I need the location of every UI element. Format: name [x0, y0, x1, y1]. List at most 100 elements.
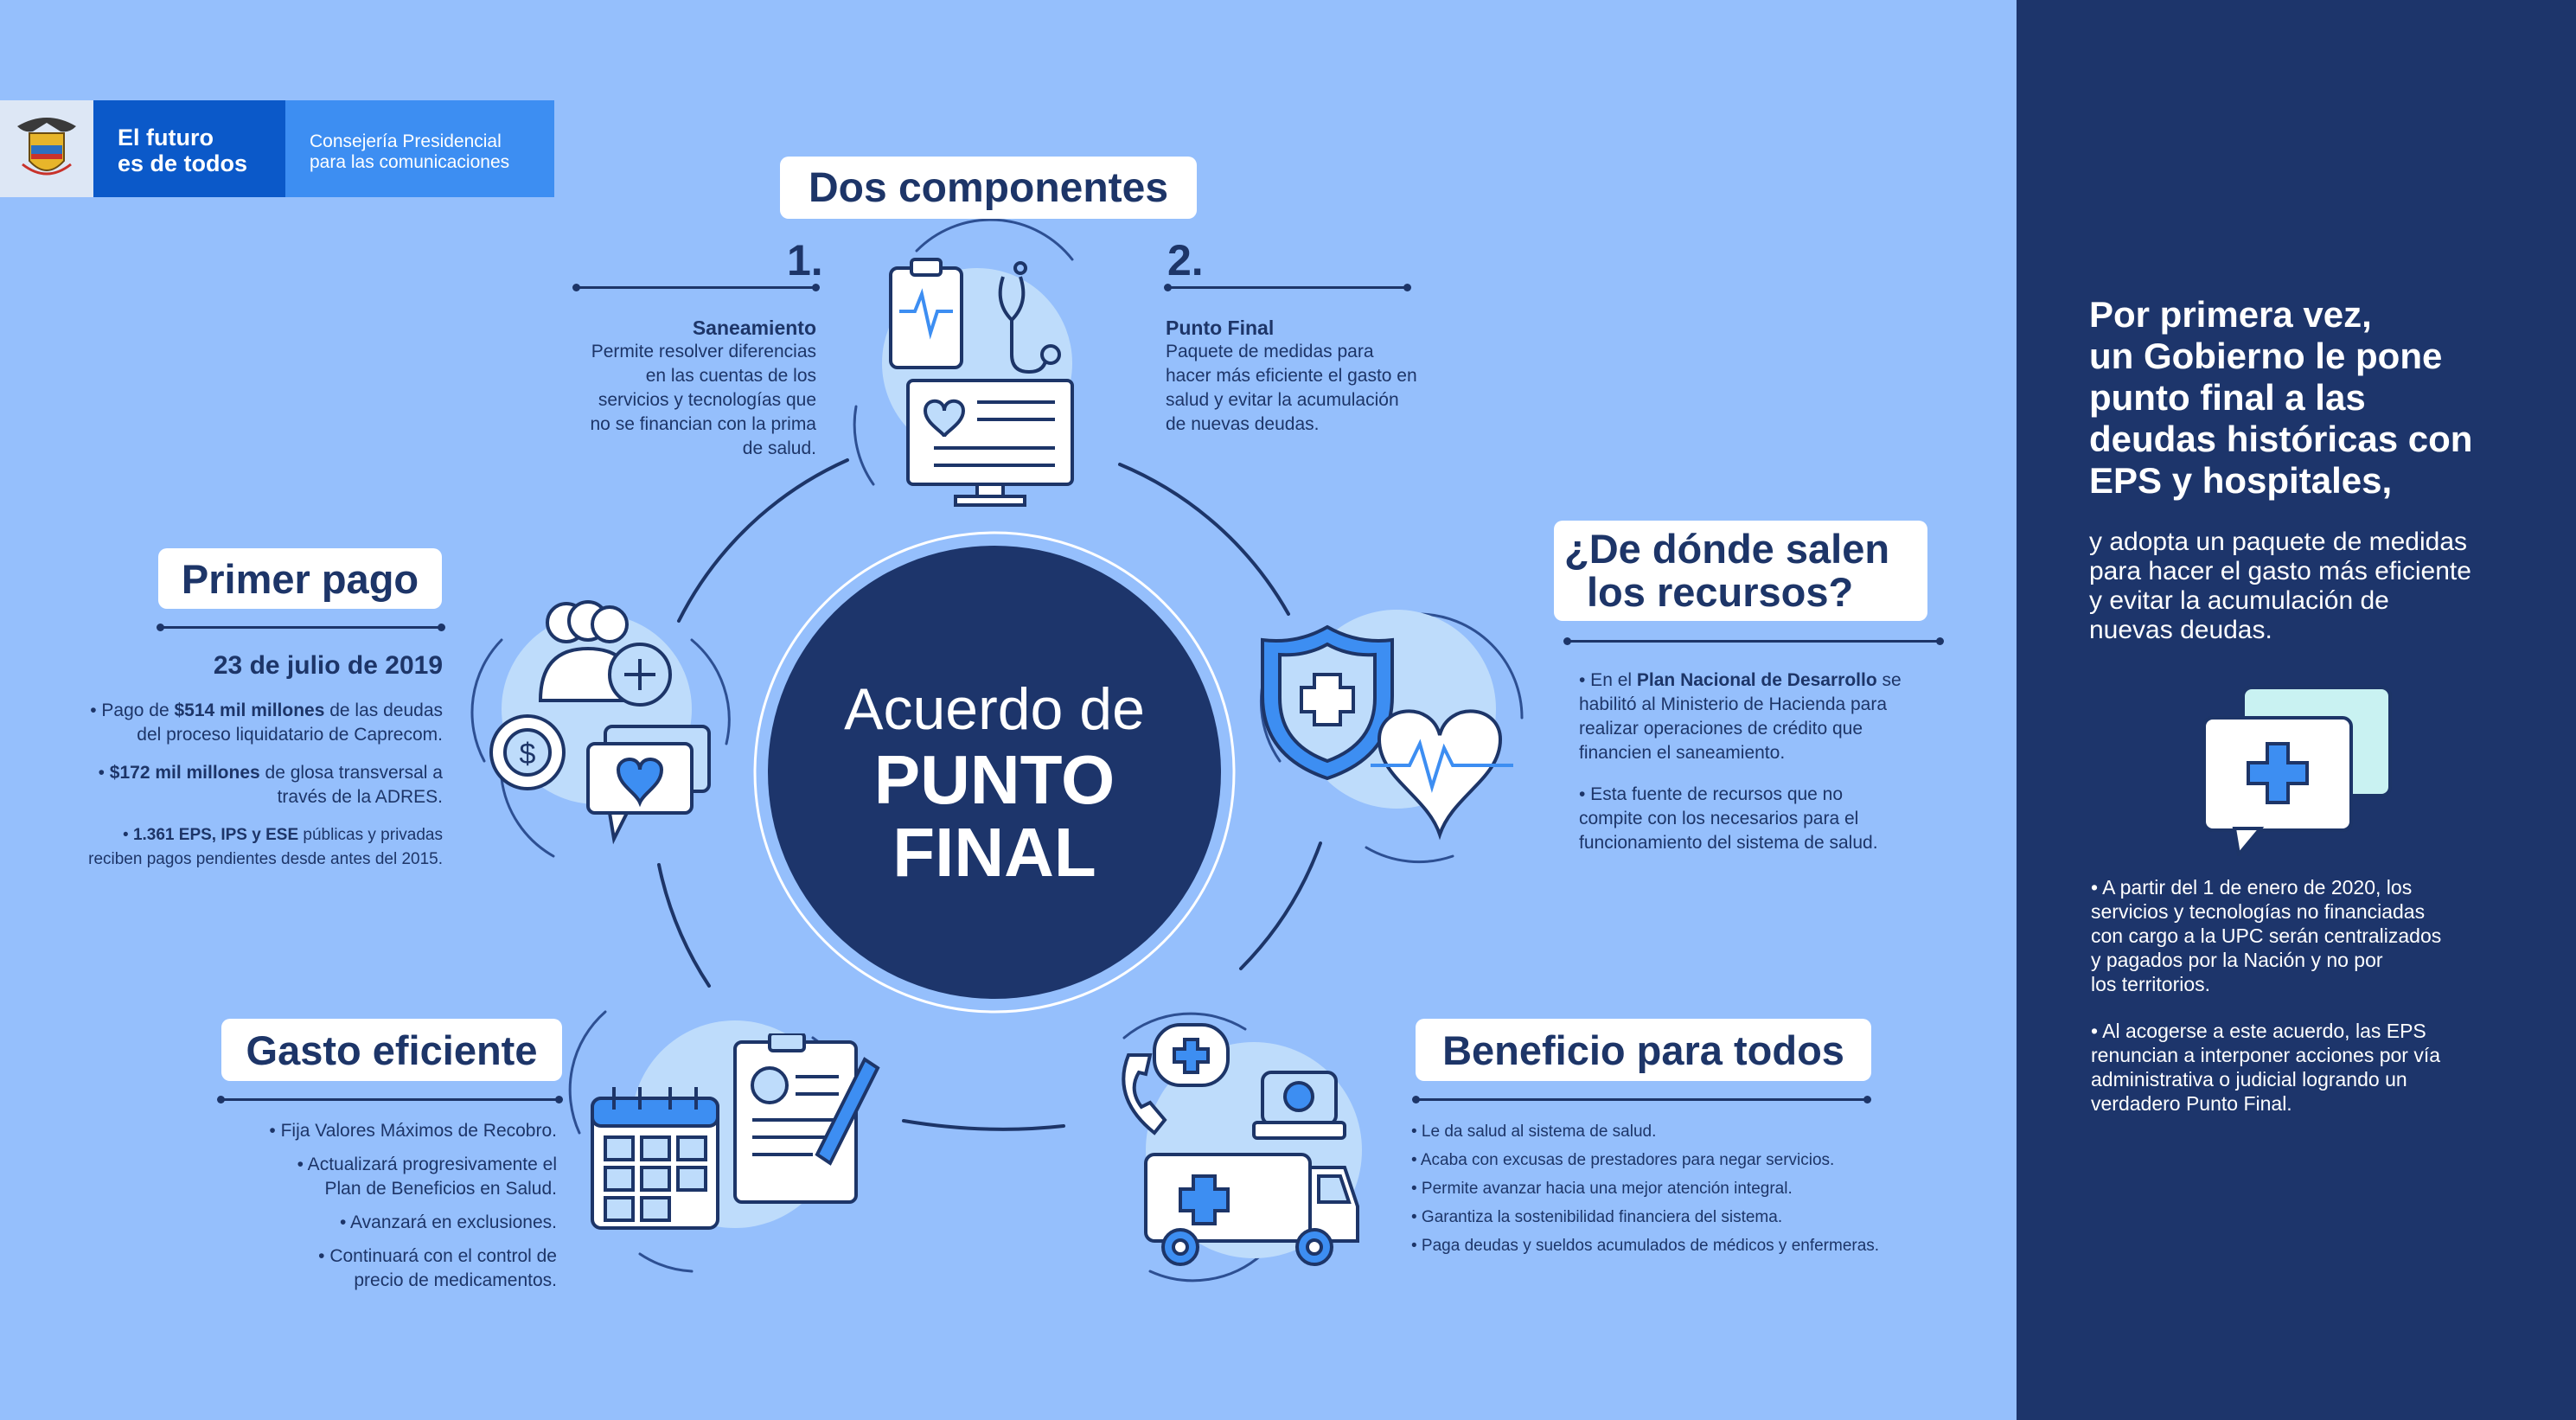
center-title-line-3: FINAL: [892, 814, 1096, 891]
item-text: compite con los necesarios para el: [1579, 809, 1859, 828]
recursos-title-line-1: ¿De dónde salen: [1564, 526, 1890, 572]
logo-line-2: es de todos: [118, 150, 248, 176]
logo-sub-box: Consejería Presidencial para las comunic…: [285, 100, 554, 197]
logo-block: El futuro es de todos Consejería Preside…: [0, 100, 554, 197]
component-2-line: hacer más eficiente el gasto en: [1166, 366, 1417, 386]
item-text: públicas y privadas: [298, 826, 443, 844]
sub-line: para hacer el gasto más eficiente: [2089, 557, 2471, 585]
component-2-rule: [1164, 284, 1411, 291]
logo-sub-1: Consejería Presidencial: [310, 131, 502, 151]
item-text: • En el: [1579, 670, 1637, 690]
component-2-line: Paquete de medidas para: [1166, 342, 1374, 361]
item-text: • Esta fuente de recursos que no: [1579, 784, 1844, 804]
headline-line: un Gobierno le pone: [2089, 336, 2443, 376]
para-line: verdadero Punto Final.: [2091, 1092, 2292, 1115]
center-title-line-1: Acuerdo de: [844, 676, 1145, 742]
component-1-line: Permite resolver diferencias: [591, 342, 816, 361]
beneficio-item: • Acaba con excusas de prestadores para …: [1411, 1151, 1835, 1169]
beneficio-item: • Garantiza la sostenibilidad financiera…: [1411, 1208, 1783, 1226]
primer-pago-item: • $172 mil millones de glosa transversal…: [52, 761, 443, 809]
component-2-text: Punto Final Paquete de medidas para hace…: [1166, 316, 1494, 437]
recursos-title-line-2: los recursos?: [1587, 569, 1854, 615]
payment-people-icon: $: [489, 600, 711, 845]
coat-of-arms-icon: [0, 100, 93, 197]
item-text: • Pago de: [90, 700, 175, 720]
component-number-2: 2.: [1167, 236, 1204, 285]
gasto-eficiente-rule: [217, 1096, 563, 1103]
medical-monitor-icon: [889, 258, 1074, 507]
component-1-text: Saneamiento Permite resolver diferencias…: [484, 316, 817, 461]
component-1-rule: [572, 284, 820, 291]
logo-line-1: El futuro: [118, 125, 214, 150]
para-line: administrativa o judicial logrando un: [2091, 1068, 2407, 1091]
svg-text:$: $: [520, 738, 536, 771]
item-text: de las deudas: [324, 700, 443, 720]
item-text: se: [1876, 670, 1902, 690]
component-2-line: de nuevas deudas.: [1166, 414, 1320, 434]
item-text: través de la ADRES.: [277, 787, 443, 807]
item-text: precio de medicamentos.: [354, 1270, 557, 1290]
beneficio-rule: [1412, 1096, 1871, 1103]
item-text: • Avanzará en exclusiones.: [340, 1212, 557, 1232]
component-2-line: salud y evitar la acumulación: [1166, 390, 1399, 410]
item-bold: 1.361 EPS, IPS y ESE: [132, 826, 299, 844]
item-text: • Actualizará progresivamente el: [297, 1155, 557, 1174]
item-text: • Continuará con el control de: [318, 1246, 557, 1266]
headline-line: Por primera vez,: [2089, 294, 2372, 335]
center-title: Acuerdo de PUNTO FINAL: [768, 675, 1221, 889]
beneficio-item: • Le da salud al sistema de salud.: [1411, 1123, 1657, 1141]
para-line: • A partir del 1 de enero de 2020, los: [2091, 876, 2413, 899]
beneficio-item: • Permite avanzar hacia una mejor atenci…: [1411, 1180, 1793, 1198]
sub-line: y evitar la acumulación de: [2089, 586, 2389, 615]
logo-main-box: El futuro es de todos: [93, 100, 285, 197]
para-line: con cargo a la UPC serán centralizados: [2091, 924, 2442, 947]
gasto-item: • Actualizará progresivamente el Plan de …: [173, 1153, 557, 1201]
primer-pago-item: • Pago de $514 mil millones de las deuda…: [52, 699, 443, 747]
sub-line: nuevas deudas.: [2089, 616, 2272, 644]
beneficio-title: Beneficio para todos: [1416, 1019, 1871, 1081]
ambulance-icon: [1122, 1023, 1359, 1266]
item-text: del proceso liquidatario de Caprecom.: [137, 725, 443, 745]
recursos-rule: [1563, 637, 1944, 645]
gasto-eficiente-title: Gasto eficiente: [221, 1019, 562, 1081]
panel-paragraph: • A partir del 1 de enero de 2020, los s…: [2091, 875, 2558, 996]
component-1-title: Saneamiento: [692, 317, 816, 339]
calendar-document-icon: [591, 1033, 880, 1230]
item-text: reciben pagos pendientes desde antes del…: [88, 850, 443, 868]
chat-cross-icon: [2202, 686, 2392, 856]
logo-sub-2: para las comunicaciones: [310, 152, 510, 172]
para-line: los territorios.: [2091, 973, 2211, 995]
shield-heart-icon: [1261, 624, 1513, 841]
headline-line: EPS y hospitales,: [2089, 460, 2393, 501]
component-number-1: 1.: [787, 236, 823, 285]
primer-pago-date: 23 de julio de 2019: [213, 651, 443, 680]
item-text: funcionamiento del sistema de salud.: [1579, 833, 1878, 853]
sub-line: y adopta un paquete de medidas: [2089, 528, 2468, 556]
dos-componentes-title: Dos componentes: [780, 157, 1197, 219]
beneficio-text: • Le da salud al sistema de salud. • Aca…: [1411, 1123, 1965, 1256]
item-text: de glosa transversal a: [259, 763, 443, 783]
para-line: • Al acogerse a este acuerdo, las EPS: [2091, 1020, 2426, 1042]
primer-pago-title: Primer pago: [158, 548, 442, 609]
item-text: habilitó al Ministerio de Hacienda para: [1579, 694, 1888, 714]
recursos-item: • En el Plan Nacional de Desarrollo se h…: [1579, 668, 1942, 765]
headline-line: punto final a las: [2089, 377, 2366, 418]
item-text: Plan de Beneficios en Salud.: [324, 1179, 557, 1199]
component-1-line: servicios y tecnologías que: [598, 390, 816, 410]
para-line: servicios y tecnologías no financiadas: [2091, 900, 2426, 923]
item-text: realizar operaciones de crédito que: [1579, 719, 1863, 739]
panel-headline: Por primera vez, un Gobierno le pone pun…: [2089, 294, 2472, 502]
para-line: y pagados por la Nación y no por: [2091, 949, 2383, 971]
panel-paragraph: • Al acogerse a este acuerdo, las EPS re…: [2091, 1019, 2558, 1116]
recursos-item: • Esta fuente de recursos que no compite…: [1579, 783, 1942, 855]
recursos-title: ¿De dónde salen los recursos?: [1554, 521, 1927, 621]
gasto-item: • Continuará con el control de precio de …: [173, 1244, 557, 1293]
item-text: •: [98, 763, 110, 783]
component-1-line: en las cuentas de los: [645, 366, 816, 386]
right-panel: Por primera vez, un Gobierno le pone pun…: [2017, 0, 2576, 1420]
component-1-line: no se financian con la prima: [590, 414, 817, 434]
beneficio-item: • Paga deudas y sueldos acumulados de mé…: [1411, 1237, 1880, 1255]
component-1-line: de salud.: [742, 438, 816, 458]
item-text: • Fija Valores Máximos de Recobro.: [269, 1121, 557, 1141]
